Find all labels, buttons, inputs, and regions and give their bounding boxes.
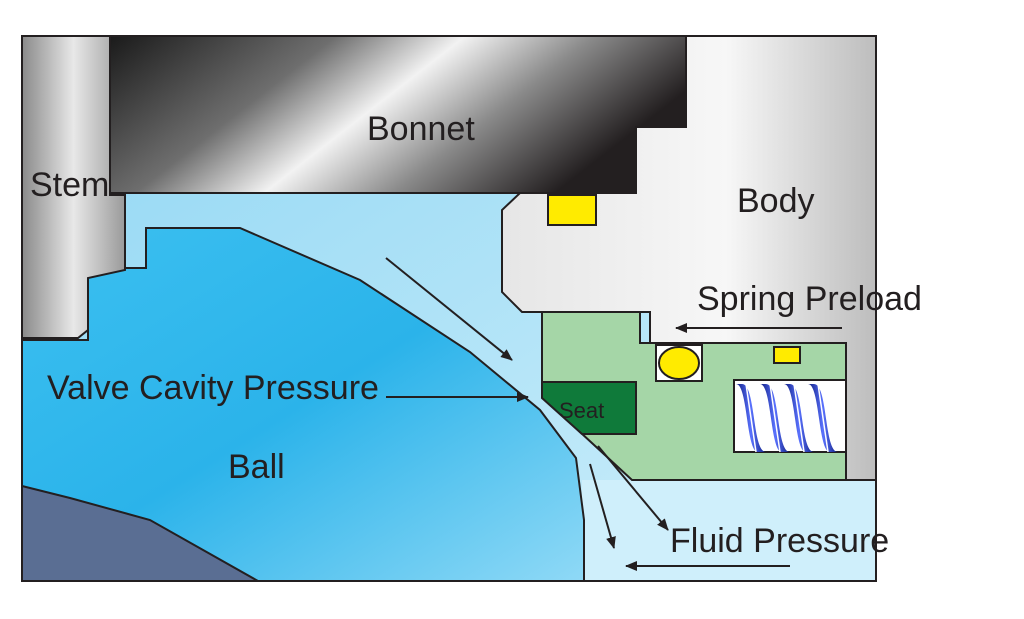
fluid-pressure-arrow-1 [597, 445, 669, 531]
frame-outline [21, 35, 877, 582]
body-label: Body [737, 182, 815, 220]
spring [736, 383, 838, 453]
oring [658, 346, 700, 380]
valve-cavity-pressure-label: Valve Cavity Pressure [47, 369, 379, 407]
ball-label: Ball [228, 448, 285, 486]
fluid-pressure-label: Fluid Pressure [670, 522, 889, 560]
bonnet-label: Bonnet [367, 110, 475, 148]
seat-shape [541, 381, 637, 435]
cavity-flow-arrow [385, 257, 513, 361]
stem-label: Stem [30, 166, 109, 204]
spring-preload-label: Spring Preload [697, 280, 922, 318]
body-seal [547, 194, 597, 226]
fluid-pressure-arrow-2 [589, 463, 616, 549]
seat-small-seal [773, 346, 801, 364]
seat-label: Seat [559, 398, 604, 423]
